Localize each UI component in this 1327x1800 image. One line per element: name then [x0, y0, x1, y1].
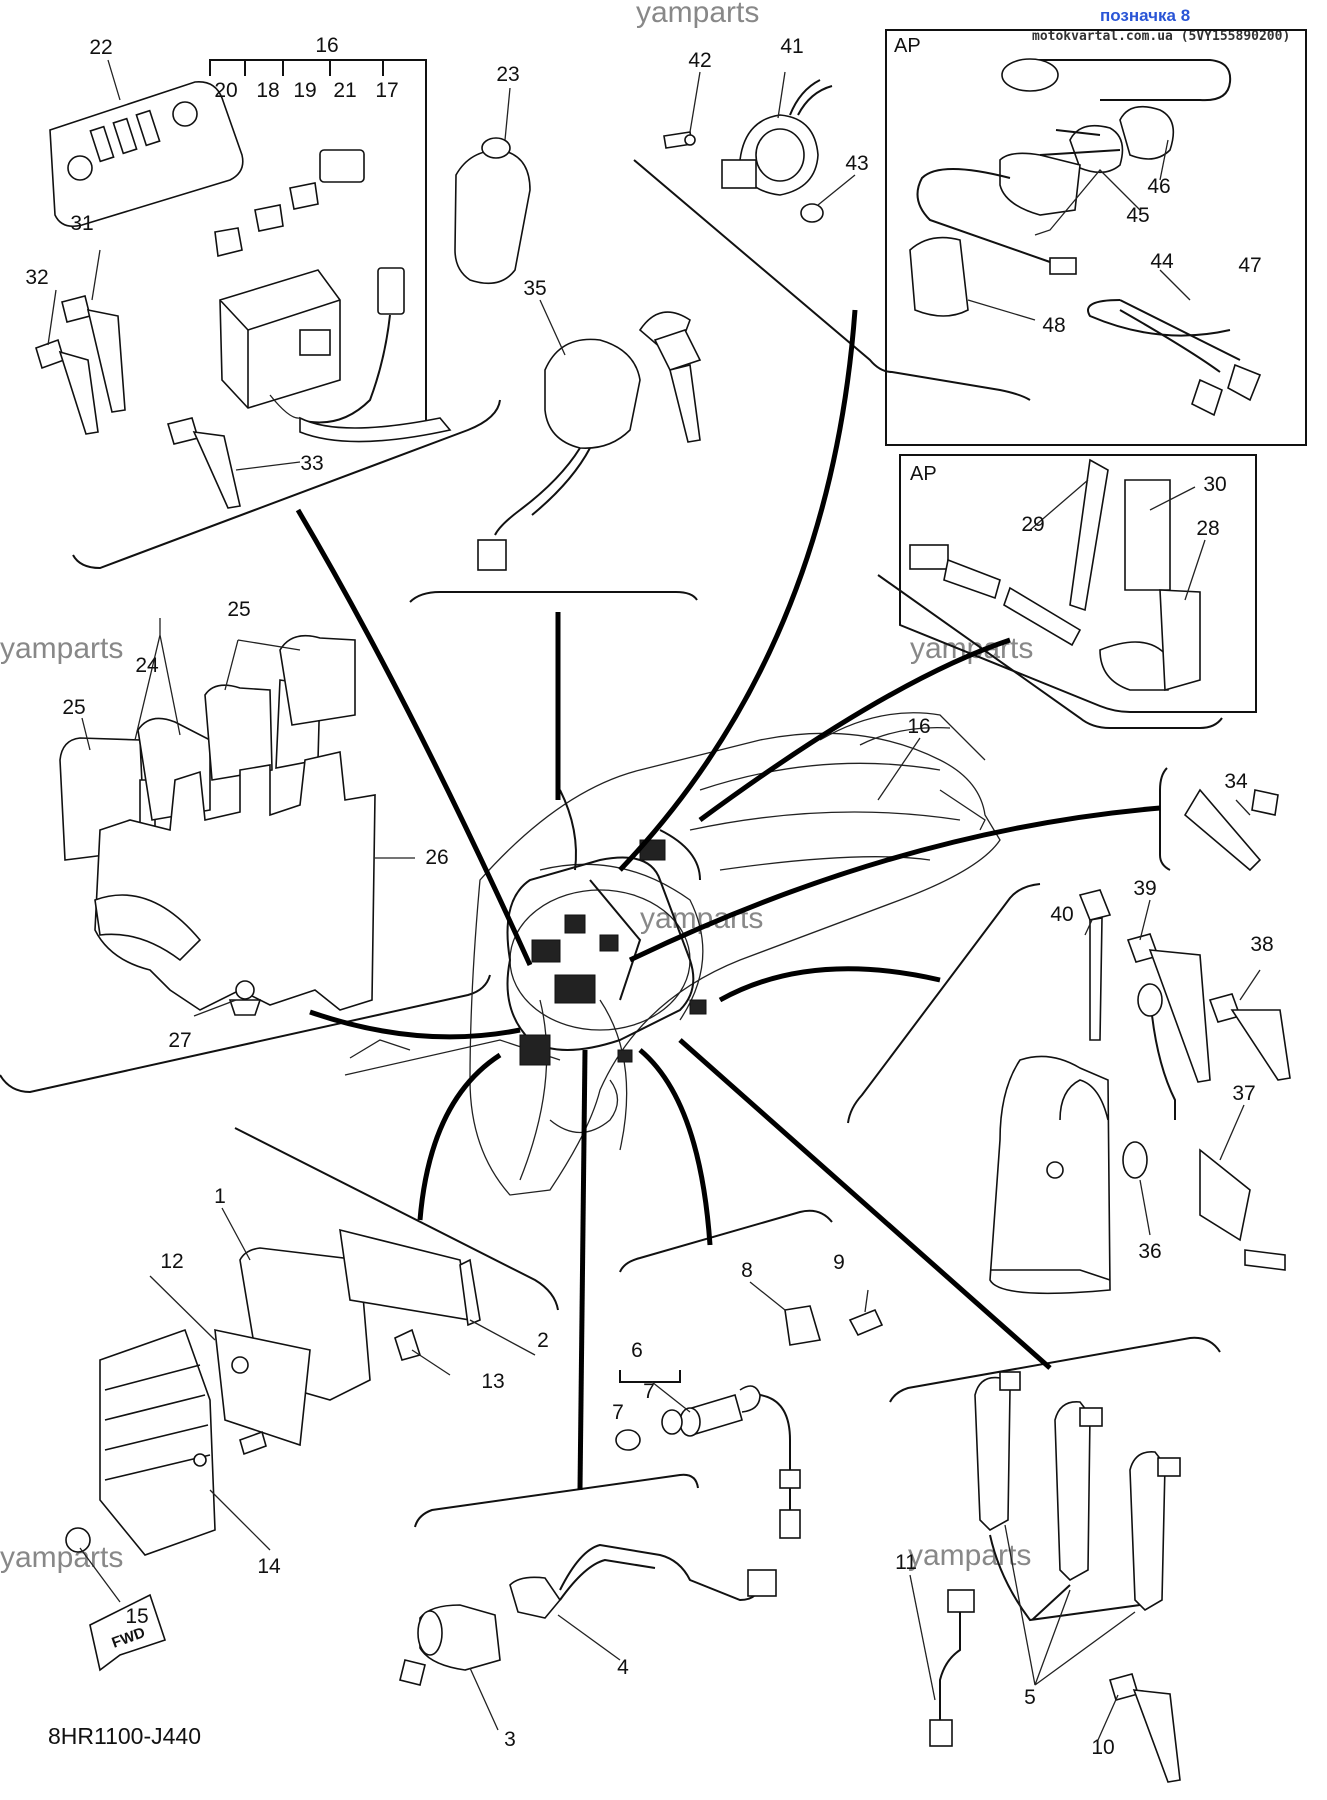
part-label-7-right: 7: [643, 1380, 655, 1403]
part-label-44: 44: [1150, 250, 1174, 273]
part-label-33: 33: [300, 452, 323, 475]
part-label-25-left: 25: [62, 696, 85, 719]
ap-top-parts: [909, 58, 1262, 417]
sensor-bracket-group: [989, 788, 1291, 1295]
part-label-22: 22: [89, 36, 112, 59]
reference-label[interactable]: позначка 8: [1100, 6, 1190, 25]
ignition-switch: [477, 311, 702, 571]
part-label-6: 6: [631, 1339, 643, 1362]
part-label-4: 4: [617, 1656, 629, 1679]
source-site-label: motokvartal.com.ua (5VY155890200): [1032, 29, 1290, 44]
part-label-38: 38: [1250, 933, 1273, 956]
callout-connectors: [295, 309, 1161, 1491]
part-label-37: 37: [1232, 1082, 1255, 1105]
part-label-43: 43: [845, 152, 868, 175]
watermark: yamparts: [636, 0, 759, 29]
part-label-45: 45: [1126, 204, 1149, 227]
part-label-12: 12: [160, 1250, 183, 1273]
ignition-coil-group: [929, 1371, 1181, 1783]
part-label-41: 41: [780, 35, 803, 58]
part-label-46: 46: [1147, 175, 1170, 198]
part-number-labels: 22 16 20 18 19 21 17 23 31 32 33 35 42 4…: [25, 34, 1273, 1759]
part-label-32: 32: [25, 266, 48, 289]
pressure-sensor-group: [399, 1543, 777, 1686]
part-label-40: 40: [1050, 903, 1073, 926]
part-label-24: 24: [135, 654, 159, 677]
ap-box-top-label: AP: [894, 35, 921, 57]
part-label-27: 27: [168, 1029, 191, 1052]
part-label-25-top: 25: [227, 598, 250, 621]
part-label-34: 34: [1224, 770, 1248, 793]
fuse-box-group: [35, 59, 531, 509]
group-outlines: [0, 159, 1223, 1528]
part-label-10: 10: [1091, 1736, 1114, 1759]
part-label-42: 42: [688, 49, 711, 72]
part-label-14: 14: [257, 1555, 281, 1578]
part-label-16-hull: 16: [907, 715, 930, 738]
part-label-16: 16: [315, 34, 338, 57]
part-label-48: 48: [1042, 314, 1065, 337]
part-label-20: 20: [214, 79, 237, 102]
central-wire-harness: [506, 789, 707, 1066]
part-label-9: 9: [833, 1251, 845, 1274]
part-label-18: 18: [256, 79, 279, 102]
part-label-15: 15: [125, 1605, 148, 1628]
part-label-35: 35: [523, 277, 546, 300]
leader-lines: [47, 59, 1261, 1741]
part-label-3: 3: [504, 1728, 516, 1751]
part-label-21: 21: [333, 79, 356, 102]
ap-box-mid-label: AP: [910, 463, 937, 485]
ap-box-top: [885, 29, 1307, 446]
part-label-30: 30: [1203, 473, 1226, 496]
part-label-8: 8: [741, 1259, 753, 1282]
stop-switch: [663, 79, 833, 223]
part-label-19: 19: [293, 79, 316, 102]
ap-mid-parts: [909, 458, 1201, 692]
part-label-7-left: 7: [612, 1401, 624, 1424]
watermark: yamparts: [0, 1541, 123, 1574]
part-label-36: 36: [1138, 1240, 1161, 1263]
part-label-39: 39: [1133, 877, 1156, 900]
diagram-code: 8HR1100-J440: [48, 1723, 201, 1749]
speed-sensor-group: [615, 1305, 884, 1539]
relay-group: [59, 634, 376, 1016]
part-label-13: 13: [481, 1370, 504, 1393]
part-label-2: 2: [537, 1329, 549, 1352]
part-label-17: 17: [375, 79, 398, 102]
part-label-28: 28: [1196, 517, 1219, 540]
part-label-11: 11: [895, 1551, 917, 1574]
part-label-23: 23: [496, 63, 519, 86]
watermark: yamparts: [0, 632, 123, 665]
part-label-47: 47: [1238, 254, 1261, 277]
part-label-31: 31: [70, 212, 93, 235]
cdi-rectifier-group: FWD: [65, 1228, 481, 1672]
part-label-5: 5: [1024, 1686, 1036, 1709]
part-label-29: 29: [1021, 513, 1044, 536]
part-label-1: 1: [214, 1185, 226, 1208]
ap-box-mid: [899, 454, 1257, 713]
part-label-26: 26: [425, 846, 448, 869]
